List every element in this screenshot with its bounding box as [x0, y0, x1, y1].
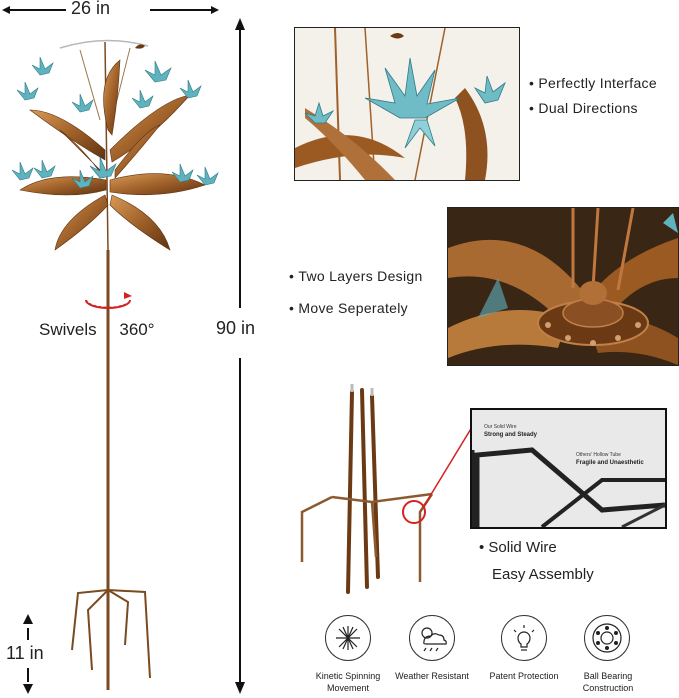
height-label: 90 in: [216, 318, 256, 338]
feature-label-patent-line1: Patent Protection: [489, 671, 559, 681]
feature-label-bearing-line2: Construction: [582, 683, 634, 693]
assembly-line2: Easy Assembly: [492, 566, 594, 583]
kinetic-spinning-icon: [325, 615, 371, 661]
feature-label-kinetic-line2: Movement: [326, 683, 370, 693]
feature-bullet-move-text: Move Seperately: [298, 300, 408, 316]
wire-comparison-inset: Our Solid Wire Strong and Steady Others'…: [470, 408, 667, 529]
feature-bullet-interface-text: Perfectly Interface: [538, 75, 657, 91]
assembly-line1-text: Solid Wire: [488, 539, 557, 556]
feature-bullet-move: • Move Seperately: [289, 300, 408, 316]
flower-closeup-photo: [294, 27, 520, 181]
swivel-prefix: Swivels: [39, 320, 97, 339]
feature-bullet-layers: • Two Layers Design: [289, 268, 423, 284]
feature-label-bearing: Ball Bearing Construction: [570, 670, 646, 694]
flower-closeup-image: [295, 28, 519, 180]
feature-bullet-directions-text: Dual Directions: [538, 100, 638, 116]
stake-label: 11 in: [6, 643, 44, 663]
assembly-line1: • Solid Wire: [479, 539, 557, 556]
bearing-closeup-photo: [447, 207, 679, 366]
inset-hollow-caption: Others' Hollow Tube: [576, 452, 621, 458]
feature-bullet-layers-text: Two Layers Design: [298, 268, 423, 284]
feature-label-weather: Weather Resistant: [392, 670, 472, 682]
inset-solid-title: Strong and Steady: [484, 432, 538, 438]
inset-hollow-title: Fragile and Unaesthetic: [576, 460, 644, 466]
swivel-label: Swivels 360°: [39, 320, 155, 340]
assembly-parts-illustration: [300, 384, 472, 594]
feature-label-patent: Patent Protection: [486, 670, 562, 682]
patent-protection-icon: [501, 615, 547, 661]
ball-bearing-icon: [584, 615, 630, 661]
feature-bullet-interface: • Perfectly Interface: [529, 75, 657, 91]
bearing-closeup-image: [448, 208, 678, 365]
weather-resistant-icon: [409, 615, 455, 661]
feature-label-kinetic-line1: Kinetic Spinning: [315, 671, 381, 681]
inset-solid-caption: Our Solid Wire: [484, 424, 517, 430]
feature-label-weather-line1: Weather Resistant: [395, 671, 469, 681]
swivel-degrees: 360°: [119, 320, 155, 339]
feature-label-bearing-line1: Ball Bearing: [583, 671, 633, 681]
wire-comparison-image: [472, 447, 665, 527]
feature-label-kinetic: Kinetic Spinning Movement: [309, 670, 387, 694]
width-label: 26 in: [71, 0, 111, 18]
spinner-illustration: [2, 6, 219, 694]
feature-bullet-directions: • Dual Directions: [529, 100, 638, 116]
height-dimension-arrow: [235, 18, 245, 694]
